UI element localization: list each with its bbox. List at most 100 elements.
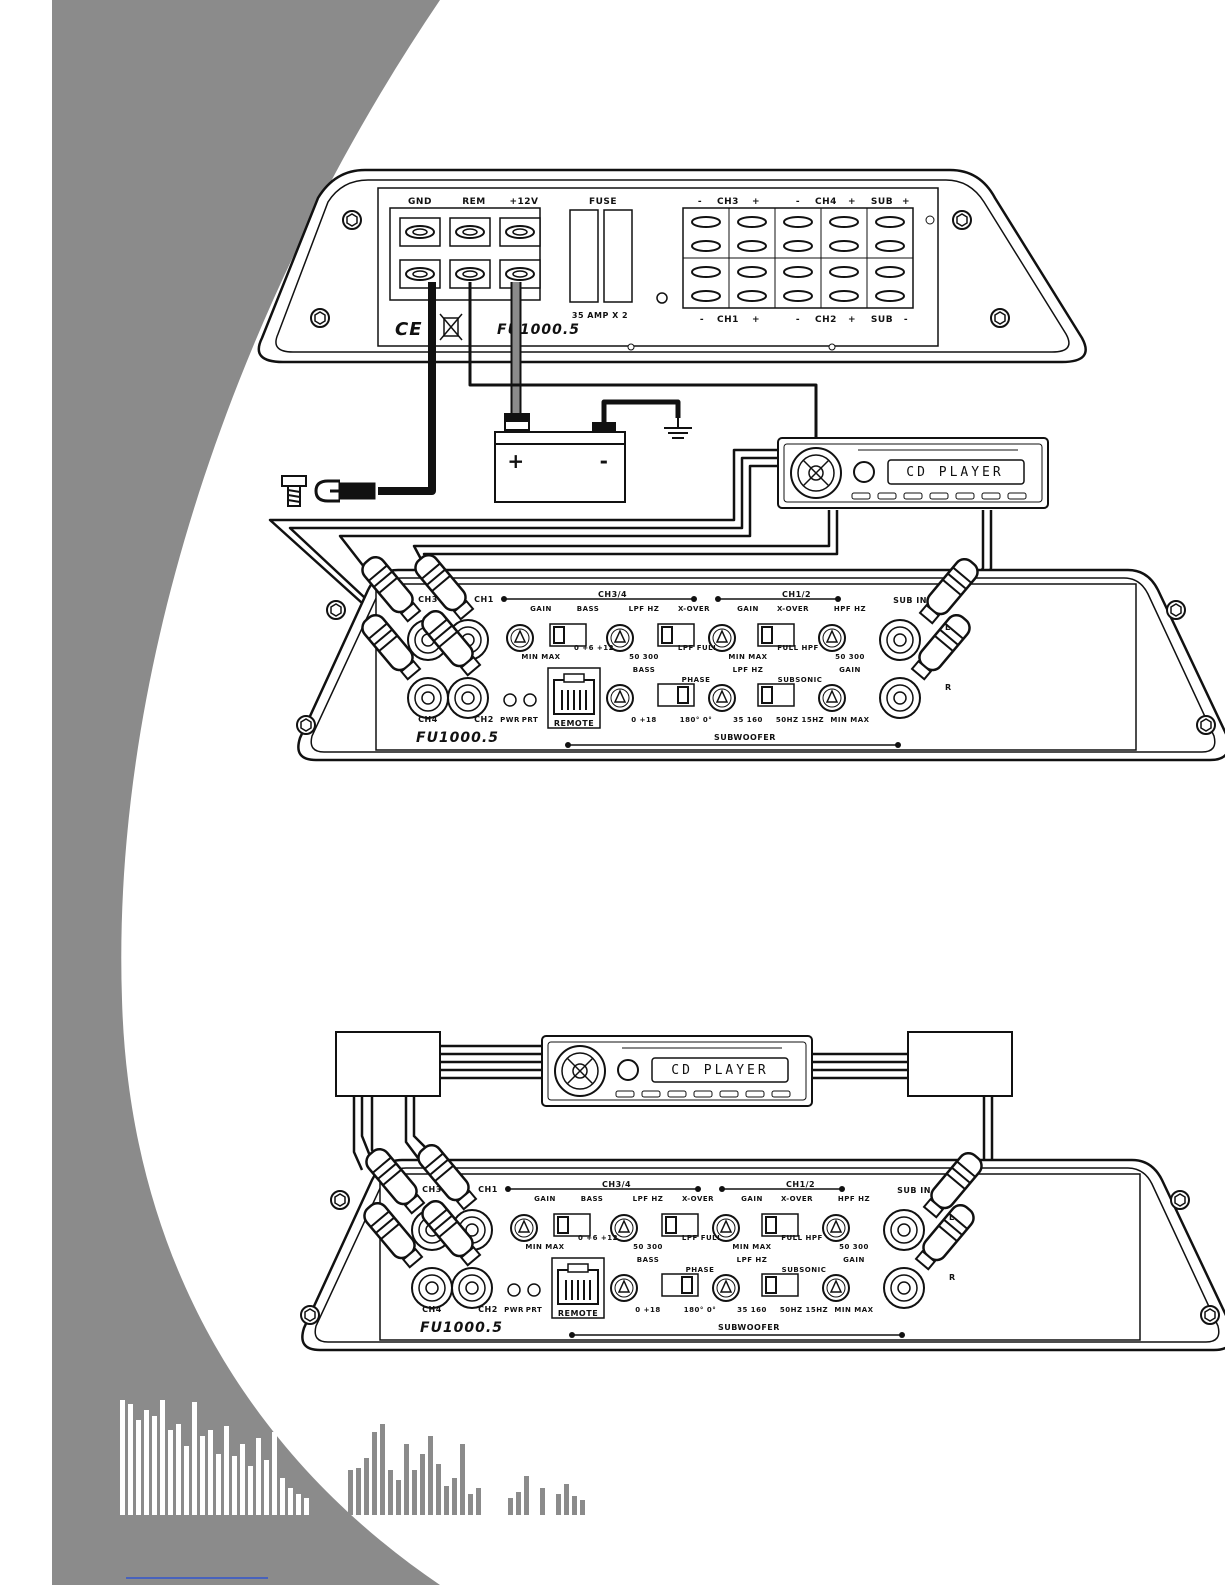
front-panel-bottom-model: FU1000.5 xyxy=(420,1320,503,1336)
spk-top-label: - xyxy=(698,197,702,207)
battery-plus-label: + xyxy=(507,449,524,473)
spk-bottom-label: CH1 xyxy=(717,315,739,325)
equalizer-decoration-grey xyxy=(348,1424,585,1515)
spk-top-label: + xyxy=(902,197,910,207)
row1-range: LPF FULL xyxy=(682,1234,722,1242)
spk-top-label: + xyxy=(848,197,856,207)
weee-bin-icon xyxy=(439,313,463,341)
spk-bottom-label: + xyxy=(752,315,760,325)
row1-title: GAIN xyxy=(737,605,759,613)
row2-range: 0 +18 xyxy=(631,716,656,724)
row2-title: PHASE xyxy=(682,676,711,684)
group-ch34-label: CH3/4 xyxy=(598,590,627,599)
input-label-ch1: CH1 xyxy=(474,595,494,604)
row1-title: X-OVER xyxy=(777,605,809,613)
row2-range: MIN MAX xyxy=(830,716,869,724)
group-sub-label: SUBWOOFER xyxy=(714,733,776,742)
ring-terminal-icon xyxy=(314,479,376,503)
side-l-label: L xyxy=(945,623,951,632)
row1-range: MIN MAX xyxy=(525,1243,564,1251)
group-ch34-label: CH3/4 xyxy=(602,1180,631,1189)
spk-bottom-label: + xyxy=(848,315,856,325)
row1-range: MIN MAX xyxy=(732,1243,771,1251)
row1-range: LPF FULL xyxy=(678,644,718,652)
gnd-label: GND xyxy=(408,197,432,207)
row2-title: LPF HZ xyxy=(733,666,764,674)
input-label-ch2: CH2 xyxy=(474,715,494,724)
row1-title: X-OVER xyxy=(682,1195,714,1203)
side-r-label: R xyxy=(949,1273,956,1282)
spk-top-label: + xyxy=(752,197,760,207)
remote-label: REMOTE xyxy=(558,1309,598,1318)
row1-title: X-OVER xyxy=(781,1195,813,1203)
row2-title: PHASE xyxy=(686,1266,715,1274)
sub-in-label: SUB IN xyxy=(897,1186,931,1195)
spk-top-label: - xyxy=(796,197,800,207)
led-prt-label: PRT xyxy=(522,716,538,724)
row2-range: 50HZ 15HZ xyxy=(780,1306,828,1314)
group-ch12-label: CH1/2 xyxy=(786,1180,815,1189)
row1-range: 50 300 xyxy=(835,653,865,661)
ground-icon xyxy=(664,418,692,439)
front-panel-bottom-labels: CH3 CH1 CH4 CH2 SUB IN L R CH3/4 CH1/2 S… xyxy=(420,1180,956,1336)
battery: + - xyxy=(494,413,626,503)
row1-title: GAIN xyxy=(534,1195,556,1203)
chassis-screw-icon xyxy=(281,475,307,507)
row1-range: 50 300 xyxy=(633,1243,663,1251)
rem-label: REM xyxy=(462,197,486,207)
row1-range: FULL HPF xyxy=(777,644,819,652)
sub-in-label: SUB IN xyxy=(893,596,927,605)
spk-bottom-label: CH2 xyxy=(815,315,837,325)
row1-range: MIN MAX xyxy=(521,653,560,661)
spk-bottom-label: - xyxy=(700,315,704,325)
led-pwr-label: PWR xyxy=(500,716,520,724)
power-wiring xyxy=(268,282,993,613)
front-panel-top-model: FU1000.5 xyxy=(416,730,499,746)
plus12v-label: +12V xyxy=(509,197,538,207)
speaker-terminal-top-labels: - CH3 + - CH4 + SUB + xyxy=(698,197,910,207)
cd-player-display-top: CD PLAYER xyxy=(906,465,1003,480)
row2-range: 180° 0° xyxy=(680,716,712,724)
row2-title: BASS xyxy=(633,666,656,674)
cd-player-display-bottom: CD PLAYER xyxy=(671,1063,768,1078)
row2-range: 35 160 xyxy=(733,716,763,724)
input-label-ch1: CH1 xyxy=(478,1185,498,1194)
input-label-ch3: CH3 xyxy=(422,1185,442,1194)
row1-title: HPF HZ xyxy=(834,605,866,613)
row1-title: BASS xyxy=(581,1195,604,1203)
row1-title: BASS xyxy=(577,605,600,613)
row1-title: LPF HZ xyxy=(629,605,660,613)
spk-top-label: CH4 xyxy=(815,197,837,207)
row2-range: 35 160 xyxy=(737,1306,767,1314)
row1-range: 0 +6 +12 xyxy=(574,644,614,652)
equalizer-decoration xyxy=(120,1400,309,1515)
spk-bottom-label: - xyxy=(796,315,800,325)
led-pwr-label: PWR xyxy=(504,1306,524,1314)
row2-range: 50HZ 15HZ xyxy=(776,716,824,724)
front-panel-top-labels: CH3 CH1 CH4 CH2 SUB IN L R CH3/4 CH1/2 S… xyxy=(416,590,952,746)
row1-range: 0 +6 +12 xyxy=(578,1234,618,1242)
row2-range: MIN MAX xyxy=(834,1306,873,1314)
row2-title: GAIN xyxy=(839,666,861,674)
row1-title: HPF HZ xyxy=(838,1195,870,1203)
row2-range: 180° 0° xyxy=(684,1306,716,1314)
row2-title: SUBSONIC xyxy=(782,1266,827,1274)
fuse-label: FUSE xyxy=(589,197,617,207)
input-label-ch4: CH4 xyxy=(422,1305,442,1314)
side-r-label: R xyxy=(945,683,952,692)
input-label-ch2: CH2 xyxy=(478,1305,498,1314)
grey-side-band xyxy=(52,0,440,1585)
side-l-label: L xyxy=(949,1213,955,1222)
input-label-ch4: CH4 xyxy=(418,715,438,724)
crossover-box-right xyxy=(907,1031,1013,1097)
row1-title: X-OVER xyxy=(678,605,710,613)
top-amp-model-label: FU1000.5 xyxy=(497,322,580,338)
row2-range: 0 +18 xyxy=(635,1306,660,1314)
crossover-box-left xyxy=(335,1031,441,1097)
spk-bottom-label: - xyxy=(904,315,908,325)
row2-title: GAIN xyxy=(843,1256,865,1264)
row1-title: GAIN xyxy=(530,605,552,613)
row1-title: GAIN xyxy=(741,1195,763,1203)
group-sub-label: SUBWOOFER xyxy=(718,1323,780,1332)
